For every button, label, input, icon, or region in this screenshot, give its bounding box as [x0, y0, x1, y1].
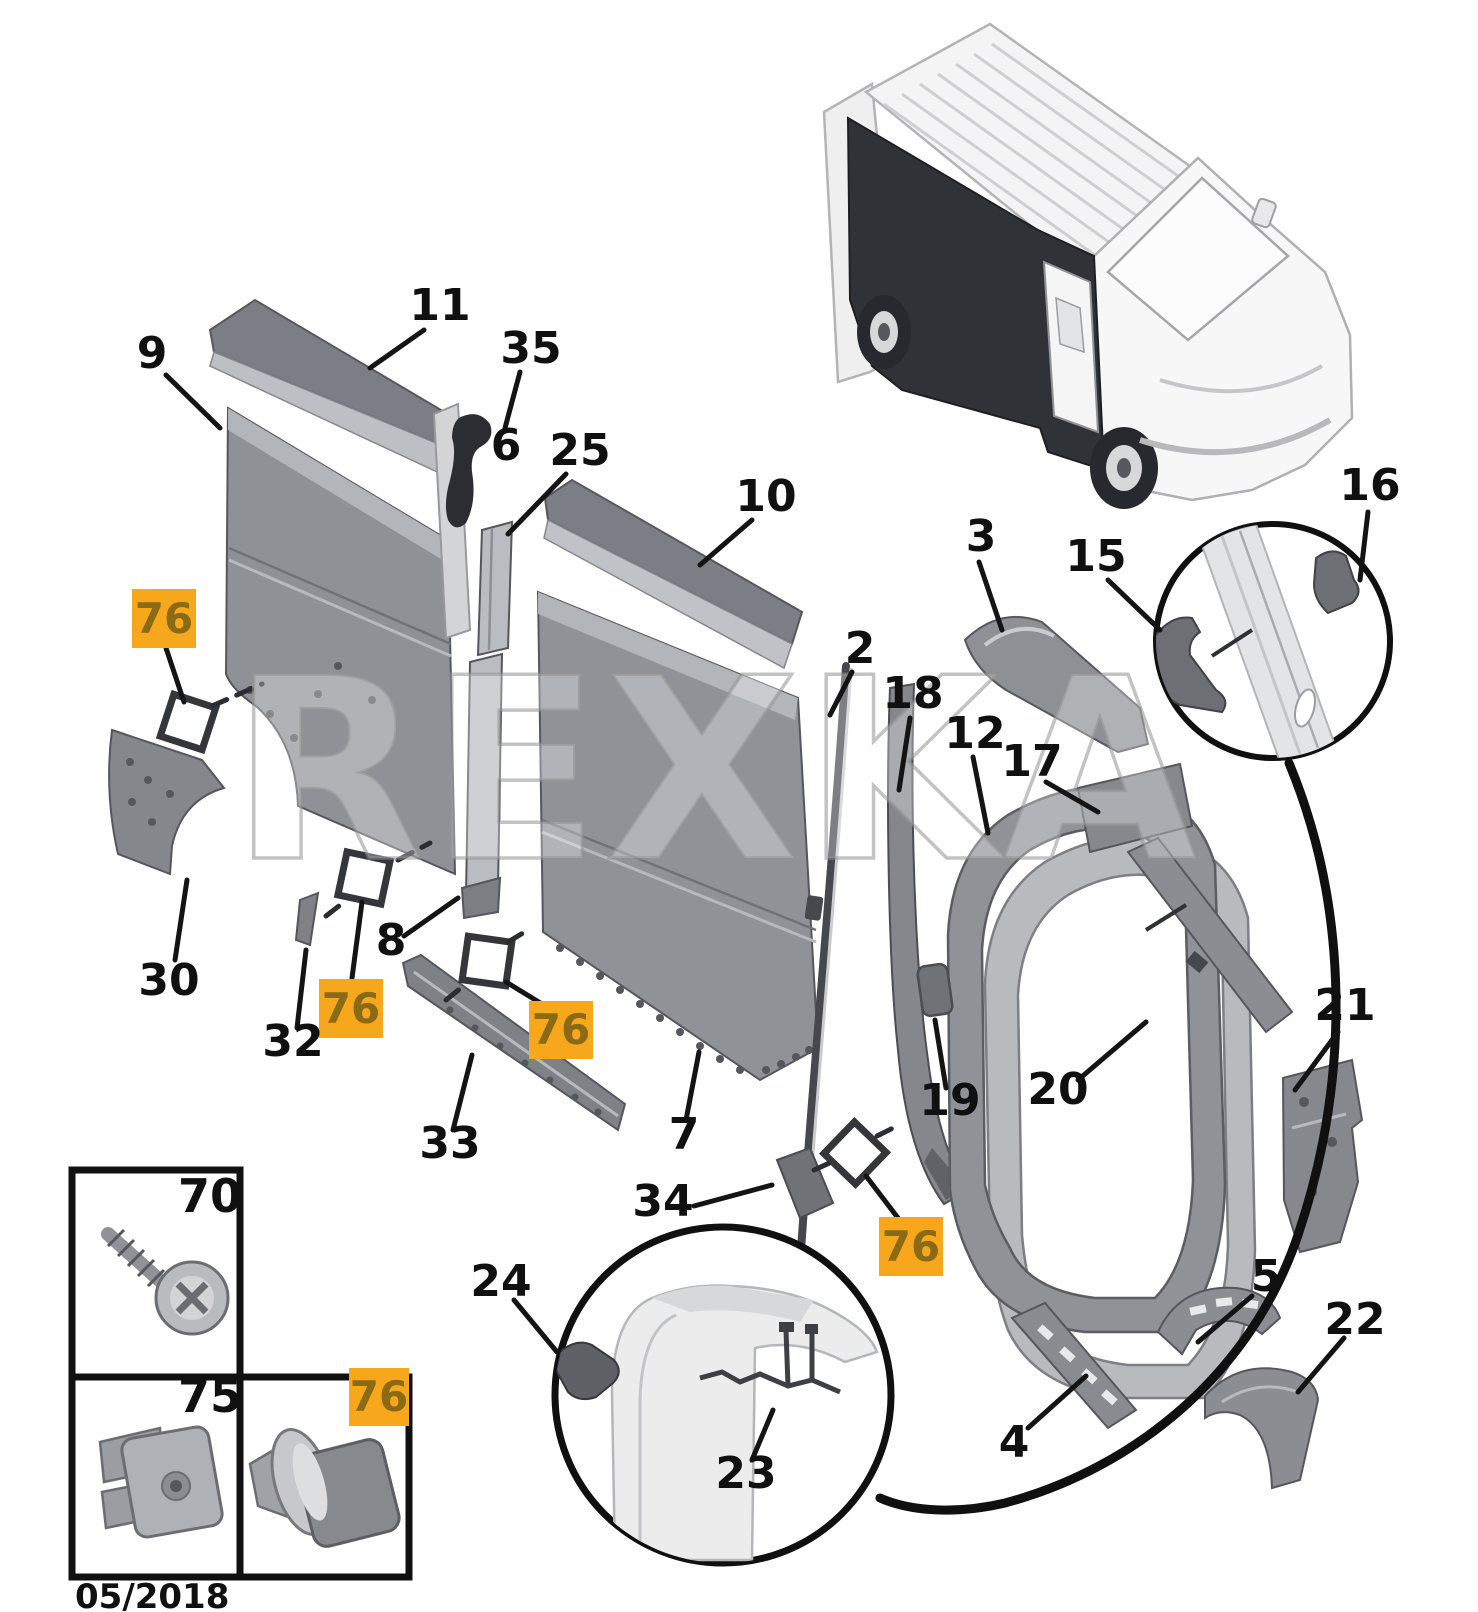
part-label-3: 3 [966, 511, 997, 562]
part-19-pillar-clip-plate [916, 962, 954, 1018]
legend-label-70: 70 [178, 1169, 242, 1223]
part-label-30: 30 [138, 955, 199, 1006]
part-label-16: 16 [1339, 460, 1400, 511]
part-label-7: 7 [669, 1109, 700, 1160]
part-label-20: 20 [1027, 1064, 1088, 1115]
part-label-5: 5 [1251, 1251, 1282, 1302]
legend-label-75: 75 [178, 1369, 242, 1423]
part-label-35: 35 [500, 323, 561, 374]
part-32-filler-strip [294, 891, 320, 947]
part-12-door-aperture-panel [946, 785, 1227, 1334]
badge-76-panel9: 76 [132, 589, 196, 648]
part-label-32: 32 [262, 1016, 323, 1067]
part-8-pillar-lower-strip [460, 652, 504, 920]
badge-76-pillar: 76 [879, 1217, 943, 1276]
part-7-sliding-door-side-panel [536, 590, 820, 1082]
part-label-4: 4 [999, 1417, 1030, 1468]
part-10-upper-rail [543, 478, 804, 670]
legend-fasteners: 76 [68, 1166, 413, 1581]
badge-76-label: 76 [322, 984, 380, 1033]
part-label-24: 24 [470, 1256, 531, 1307]
part-label-10: 10 [735, 471, 796, 522]
badge-76-sill: 76 [319, 979, 383, 1038]
part-30-lower-corner-panel [108, 728, 226, 876]
van-mirror [1251, 197, 1277, 229]
part-3-cant-rail-section [963, 615, 1150, 754]
part-label-19: 19 [919, 1075, 980, 1126]
leader-lines [163, 327, 1371, 1463]
part-16-bracket [1312, 550, 1360, 615]
part-24-bracket [555, 1341, 620, 1401]
van-front-hub [1117, 458, 1131, 478]
watermark-text: REXKA [231, 625, 1202, 918]
badge-76-label: 76 [350, 1372, 408, 1421]
part-label-18: 18 [882, 668, 943, 719]
badge-76-label: 76 [532, 1005, 590, 1054]
magnifier-connector-curve [875, 758, 1341, 1515]
clip-symbol-3 [458, 932, 516, 990]
part-label-33: 33 [419, 1118, 480, 1169]
part-label-21: 21 [1314, 980, 1375, 1031]
part-label-23: 23 [715, 1448, 776, 1499]
part-17-cant-rail-reinforcement [1076, 762, 1294, 1034]
van-overview-illustration [822, 22, 1354, 509]
part-25-pillar-strip [476, 520, 514, 657]
wheel-arch-liner [610, 1284, 879, 1562]
fastener-badges: 76 76 76 76 [132, 589, 943, 1276]
part-label-8: 8 [376, 915, 407, 966]
part-label-11: 11 [409, 280, 470, 331]
van-grille-line [1159, 364, 1324, 394]
part-34-gusset-plate [775, 1146, 835, 1220]
part-7-rivet-holes [556, 944, 813, 1074]
legend-clip-nut-75 [98, 1425, 224, 1539]
badge-76-label: 76 [882, 1222, 940, 1271]
part-label-17: 17 [1001, 736, 1062, 787]
part-label-22: 22 [1324, 1294, 1385, 1345]
part-23-support-bracket [699, 1329, 841, 1395]
part-label-25: 25 [549, 425, 610, 476]
inset-pillar-bracket-detail [1153, 521, 1393, 761]
clip-symbol-1 [155, 689, 221, 755]
part-label-34: 34 [632, 1176, 693, 1227]
clip-symbol-4 [818, 1116, 892, 1190]
part-label-9: 9 [137, 328, 168, 379]
badge-76-legend [349, 1368, 409, 1426]
inset-wheel-arch-detail [551, 1223, 895, 1567]
van-windshield [1106, 176, 1290, 342]
part-22-wheel-arch-outer-section [1204, 1367, 1320, 1490]
van-rear-hub [878, 323, 890, 341]
legend-screw-70 [101, 1227, 230, 1336]
van-door-handle-area [1055, 296, 1085, 354]
badge-76-label: 76 [135, 594, 193, 643]
part-label-12: 12 [944, 708, 1005, 759]
part-label-6: 6 [491, 420, 522, 471]
legend-grommet-76: 76 [248, 1368, 409, 1548]
callout-labels: 9 11 35 6 25 10 2 18 3 15 16 12 17 30 32… [75, 280, 1401, 1612]
part-label-2: 2 [845, 623, 876, 674]
part-label-15: 15 [1065, 531, 1126, 582]
badge-76-panel7: 76 [529, 1001, 593, 1059]
fastener-clip-symbols [155, 681, 900, 1190]
clip-symbol-2 [333, 847, 395, 909]
part-35-and-6-pillar-bracket [445, 414, 492, 528]
part-9-rear-side-panel [224, 406, 457, 876]
date-code: 05/2018 [75, 1577, 229, 1612]
van-bumper [1139, 417, 1332, 456]
part-4-arch-bracket-strip [1010, 1301, 1138, 1430]
